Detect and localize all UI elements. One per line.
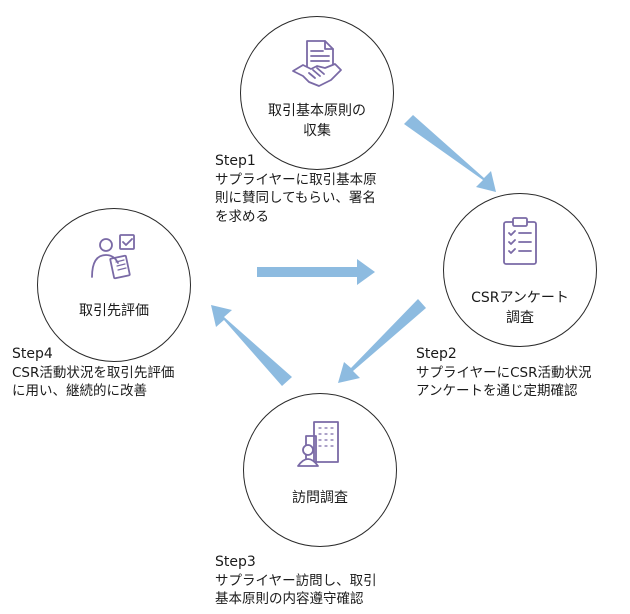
- step1-description: Step1 サプライヤーに取引基本原 則に賛同してもらい、署名 を求める: [215, 152, 377, 226]
- arrow-step3-to-step4: [211, 305, 292, 386]
- step1-line: サプライヤーに取引基本原: [215, 171, 377, 188]
- step2-line: サプライヤーにCSR活動状況: [416, 364, 592, 381]
- node-csr-survey: CSRアンケート 調査: [443, 193, 597, 347]
- step1-line: 則に賛同してもらい、署名: [215, 190, 376, 206]
- step4-description: Step4 CSR活動状況を取引先評価 に用い、継続的に改善: [12, 345, 174, 401]
- arrow-step2-to-step3: [338, 299, 426, 383]
- step3-line: サプライヤー訪問し、取引: [215, 572, 377, 589]
- node-supplier-evaluation: 取引先評価: [37, 208, 191, 362]
- node-label-line1: 取引先評価: [79, 303, 149, 319]
- arrow-step1-to-step2: [404, 115, 496, 192]
- node-label-line1: 取引基本原則の: [268, 103, 366, 119]
- step4-title: Step4: [12, 346, 53, 362]
- node-label-line1: 訪問調査: [292, 490, 348, 506]
- step3-description: Step3 サプライヤー訪問し、取引 基本原則の内容遵守確認: [215, 553, 377, 609]
- step2-title: Step2: [416, 346, 457, 362]
- node-label-line2: 収集: [303, 123, 331, 139]
- step4-line: に用い、継続的に改善: [12, 383, 147, 399]
- arrow-center: [257, 259, 375, 285]
- step3-line: 基本原則の内容遵守確認: [215, 591, 364, 607]
- handshake-document-icon: [292, 40, 342, 87]
- node-site-visit: 訪問調査: [243, 393, 397, 547]
- step2-line: アンケートを通じ定期確認: [416, 383, 578, 399]
- step1-title: Step1: [215, 153, 256, 169]
- node-collect-principles: 取引基本原則の 収集: [240, 16, 394, 170]
- step4-line: CSR活動状況を取引先評価: [12, 364, 175, 381]
- clipboard-checklist-icon: [503, 217, 537, 265]
- person-evaluation-icon: [91, 234, 135, 280]
- building-visitor-icon: [297, 421, 339, 467]
- node-label-line2: 調査: [506, 310, 534, 326]
- node-label-line1: CSRアンケート: [471, 290, 569, 306]
- step1-line: を求める: [215, 208, 269, 225]
- step2-description: Step2 サプライヤーにCSR活動状況 アンケートを通じ定期確認: [416, 345, 591, 401]
- step3-title: Step3: [215, 554, 256, 570]
